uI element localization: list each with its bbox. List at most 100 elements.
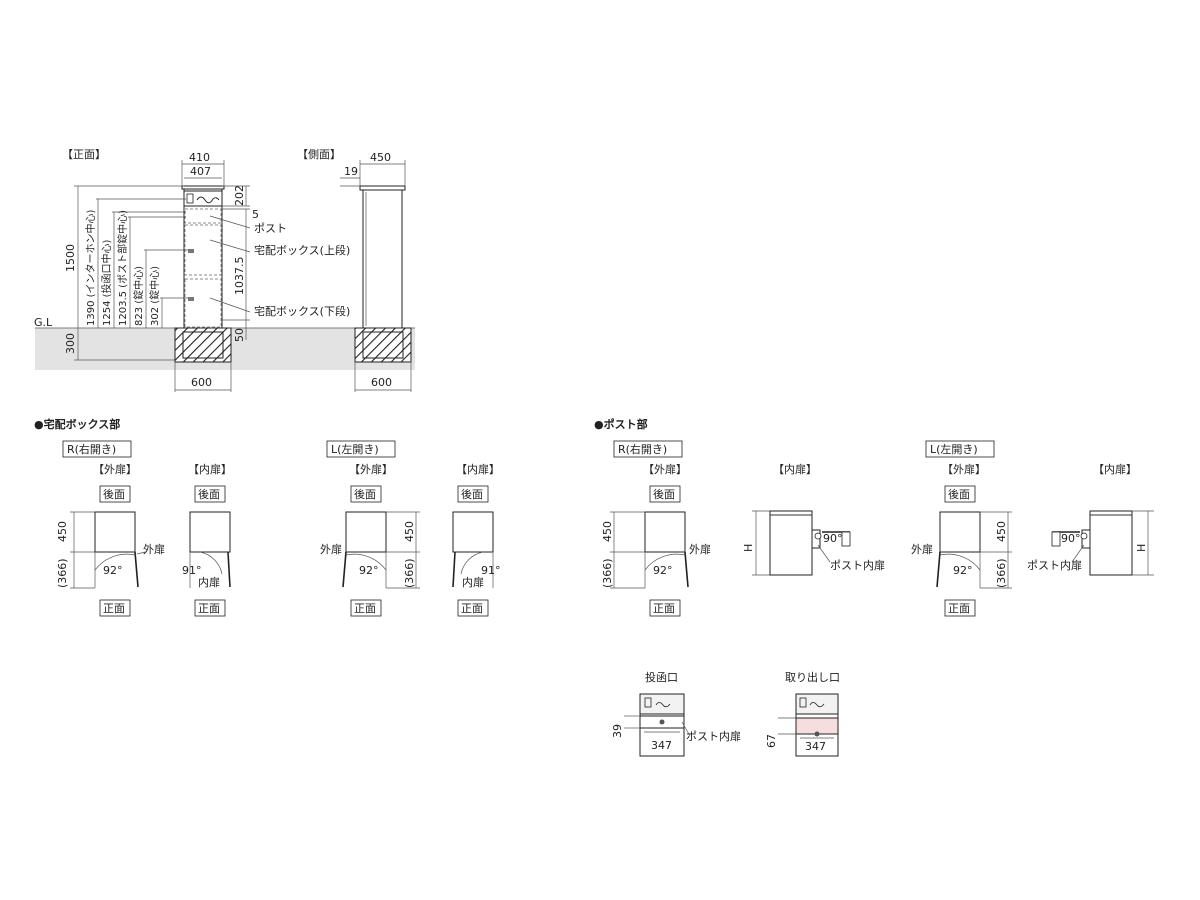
- callout-upper-box: 宅配ボックス(上段): [254, 243, 350, 257]
- svg-text:90°: 90°: [823, 532, 843, 545]
- dim-5: 5: [252, 208, 259, 221]
- svg-text:450: 450: [995, 521, 1008, 542]
- svg-text:450: 450: [403, 521, 416, 542]
- svg-text:ポスト内扉: ポスト内扉: [1027, 558, 1082, 572]
- svg-text:後面: 後面: [653, 487, 675, 501]
- delivery-r-inner-door: 【内扉】 後面 91° 内扉 正面: [182, 462, 232, 617]
- svg-text:92°: 92°: [653, 564, 673, 577]
- post-section: ●ポスト部 R(右開き) L(左開き) 【外扉】 後面 92° 外扉 450 (…: [594, 417, 1154, 617]
- delivery-r-label: R(右開き): [67, 442, 116, 456]
- svg-text:後面: 後面: [354, 487, 376, 501]
- svg-text:正面: 正面: [103, 602, 125, 615]
- svg-text:450: 450: [56, 521, 69, 542]
- dim-410: 410: [189, 151, 210, 164]
- post-l-inner-door: 【内扉】 90° ポスト内扉 H: [1027, 462, 1154, 576]
- svg-text:正面: 正面: [948, 602, 970, 615]
- svg-text:(366): (366): [403, 558, 416, 588]
- svg-text:92°: 92°: [359, 564, 379, 577]
- dim-1254: 1254 (投函口中心): [100, 239, 113, 326]
- delivery-l-label: L(左開き): [331, 443, 379, 456]
- svg-text:後面: 後面: [948, 487, 970, 501]
- dim-302: 302 (錠中心): [148, 266, 161, 326]
- svg-text:91°: 91°: [182, 564, 202, 577]
- svg-text:450: 450: [601, 521, 614, 542]
- svg-text:90°: 90°: [1061, 532, 1081, 545]
- svg-text:後面: 後面: [461, 487, 483, 501]
- side-product: [354, 185, 412, 363]
- svg-text:91°: 91°: [481, 564, 501, 577]
- svg-text:ポスト内扉: ポスト内扉: [830, 558, 885, 572]
- svg-text:後面: 後面: [198, 487, 220, 501]
- svg-text:正面: 正面: [198, 602, 220, 615]
- dim-407: 407: [190, 165, 211, 178]
- dim-1390: 1390 (インターホン中心): [84, 209, 97, 326]
- svg-text:【外扉】: 【外扉】: [349, 463, 393, 476]
- post-r-label: R(右開き): [618, 442, 667, 456]
- svg-text:外扉: 外扉: [143, 543, 165, 556]
- delivery-l-inner-door: 【内扉】 後面 91° 内扉 正面: [452, 462, 501, 617]
- svg-text:H: H: [742, 544, 755, 552]
- svg-text:H: H: [1135, 544, 1148, 552]
- svg-text:39: 39: [611, 724, 624, 738]
- callout-post: ポスト: [254, 222, 287, 235]
- svg-text:92°: 92°: [103, 564, 123, 577]
- front-product: [174, 185, 232, 363]
- dim-19: 19: [344, 165, 358, 178]
- post-l-label: L(左開き): [930, 443, 978, 456]
- delivery-l-outer-door: 【外扉】 後面 92° 外扉 450 (366) 正面: [320, 463, 420, 617]
- svg-text:内扉: 内扉: [462, 575, 484, 589]
- svg-text:(366): (366): [601, 558, 614, 588]
- svg-text:【外扉】: 【外扉】: [643, 463, 687, 476]
- delivery-section-title: ●宅配ボックス部: [34, 417, 120, 431]
- svg-text:外扉: 外扉: [320, 543, 342, 556]
- dim-300: 300: [64, 333, 77, 354]
- svg-text:(366): (366): [56, 558, 69, 588]
- svg-text:【内扉】: 【内扉】: [456, 462, 500, 476]
- dim-202: 202: [233, 185, 246, 206]
- svg-text:92°: 92°: [953, 564, 973, 577]
- insertion-slot-detail: 投函口 39 347 ポスト内扉: [611, 670, 741, 757]
- front-panel-intercom: [183, 190, 223, 207]
- gl-label: G.L: [34, 316, 53, 329]
- svg-text:正面: 正面: [653, 602, 675, 615]
- svg-text:後面: 後面: [103, 487, 125, 501]
- svg-text:投函口: 投函口: [645, 670, 678, 684]
- svg-text:取り出し口: 取り出し口: [785, 670, 840, 684]
- svg-text:347: 347: [805, 740, 826, 753]
- svg-text:外扉: 外扉: [911, 543, 933, 556]
- side-view-title: 【側面】: [297, 148, 341, 161]
- svg-text:(366): (366): [995, 558, 1008, 588]
- svg-text:ポスト内扉: ポスト内扉: [686, 729, 741, 743]
- callout-lower-box: 宅配ボックス(下段): [254, 304, 350, 318]
- dim-600-side: 600: [371, 376, 392, 389]
- post-r-outer-door: 【外扉】 後面 92° 外扉 450 (366) 正面: [601, 463, 711, 617]
- svg-text:外扉: 外扉: [689, 543, 711, 556]
- svg-text:347: 347: [651, 739, 672, 752]
- svg-text:【内扉】: 【内扉】: [188, 462, 232, 476]
- post-section-title: ●ポスト部: [594, 417, 648, 431]
- dim-1500: 1500: [64, 244, 77, 272]
- takeout-slot-detail: 取り出し口 67 347: [765, 670, 840, 757]
- svg-text:正面: 正面: [354, 602, 376, 615]
- slot-detail-section: 投函口 39 347 ポスト内扉 取り出し口 67: [611, 670, 840, 757]
- post-l-outer-door: 【外扉】 後面 92° 外扉 450 (366) 正面: [911, 463, 1012, 617]
- svg-text:【外扉】: 【外扉】: [93, 463, 137, 476]
- svg-text:【内扉】: 【内扉】: [773, 462, 817, 476]
- svg-text:【内扉】: 【内扉】: [1093, 462, 1137, 476]
- svg-text:正面: 正面: [461, 602, 483, 615]
- delivery-r-outer-door: 【外扉】 後面 92° 外扉 450 (366) 正面: [56, 463, 165, 617]
- svg-text:【外扉】: 【外扉】: [942, 463, 986, 476]
- dim-600-front: 600: [191, 376, 212, 389]
- svg-text:内扉: 内扉: [198, 575, 220, 589]
- post-r-inner-door: 【内扉】 H 90° ポスト内扉: [742, 462, 885, 576]
- main-elevation-view: G.L 【正面】 【側面】 410 407: [34, 148, 415, 392]
- delivery-box-section: ●宅配ボックス部 R(右開き) L(左開き) 【外扉】 後面 92° 外扉 45…: [34, 417, 501, 617]
- dim-1037-5: 1037.5: [233, 257, 246, 296]
- front-view-title: 【正面】: [62, 148, 106, 161]
- dim-450-side: 450: [370, 151, 391, 164]
- dim-1203-5: 1203.5 (ポスト部錠中心): [116, 210, 129, 326]
- dim-50: 50: [233, 328, 246, 342]
- svg-text:67: 67: [765, 734, 778, 748]
- dim-823: 823 (錠中心): [132, 266, 145, 326]
